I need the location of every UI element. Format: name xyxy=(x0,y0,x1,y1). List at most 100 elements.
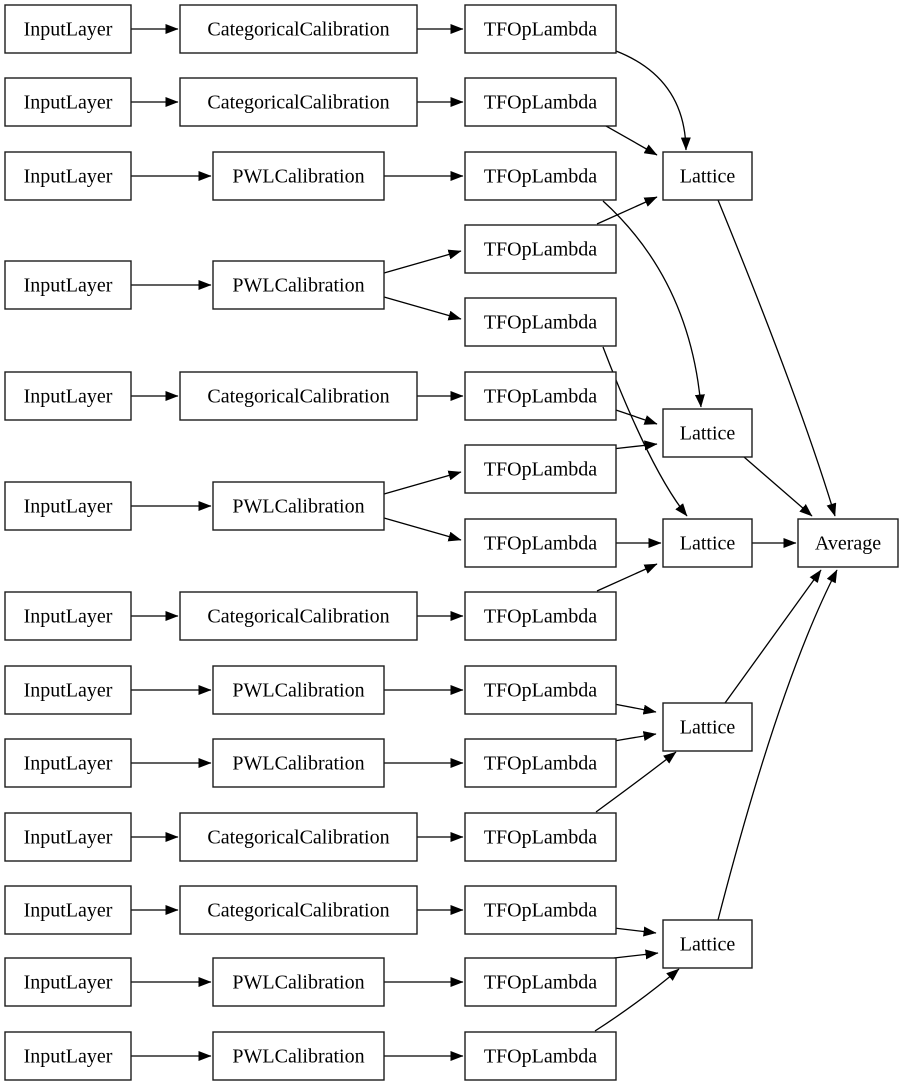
edge-lat2-avg xyxy=(743,456,813,517)
cal3-label: PWLCalibration xyxy=(232,166,364,188)
t7-label: TFOpLambda xyxy=(484,459,597,481)
node-il1: InputLayer xyxy=(4,4,132,54)
il6-label: InputLayer xyxy=(24,496,113,518)
t11-box xyxy=(464,738,617,788)
il13-label: InputLayer xyxy=(24,1046,113,1068)
cal7-box xyxy=(179,591,418,641)
node-cal4: PWLCalibration xyxy=(212,260,385,310)
node-il5: InputLayer xyxy=(4,371,132,421)
il13-box xyxy=(4,1031,132,1081)
t9-box xyxy=(464,591,617,641)
node-cal3: PWLCalibration xyxy=(212,151,385,201)
edge-cal4-t4 xyxy=(383,249,462,274)
node-il10: InputLayer xyxy=(4,812,132,862)
edge-cal6-t7 xyxy=(383,470,462,495)
edge-t11-lat4 xyxy=(613,731,657,742)
cal1-box xyxy=(179,4,418,54)
t12-label: TFOpLambda xyxy=(484,827,597,849)
t9-label: TFOpLambda xyxy=(484,606,597,628)
node-lat3: Lattice xyxy=(662,518,753,568)
lat1-label: Lattice xyxy=(680,166,736,188)
cal11-label: CategoricalCalibration xyxy=(207,900,389,922)
t4-label: TFOpLambda xyxy=(484,239,597,261)
cal3-box xyxy=(212,151,385,201)
node-cal6: PWLCalibration xyxy=(212,481,385,531)
node-il2: InputLayer xyxy=(4,77,132,127)
edge-cal4-t5 xyxy=(383,296,462,321)
cal2-label: CategoricalCalibration xyxy=(207,92,389,114)
il9-label: InputLayer xyxy=(24,753,113,775)
cal12-label: PWLCalibration xyxy=(232,972,364,994)
cal10-box xyxy=(179,812,418,862)
lat2-label: Lattice xyxy=(680,423,736,445)
cal7-label: CategoricalCalibration xyxy=(207,606,389,628)
t10-label: TFOpLambda xyxy=(484,680,597,702)
node-lat4: Lattice xyxy=(662,702,753,752)
cal1-label: CategoricalCalibration xyxy=(207,19,389,41)
t4-box xyxy=(464,224,617,274)
cal8-box xyxy=(212,665,385,715)
t5-label: TFOpLambda xyxy=(484,312,597,334)
t6-label: TFOpLambda xyxy=(484,386,597,408)
avg-label: Average xyxy=(815,533,881,555)
cal4-box xyxy=(212,260,385,310)
cal9-label: PWLCalibration xyxy=(232,753,364,775)
node-il4: InputLayer xyxy=(4,260,132,310)
nodes-layer: InputLayerInputLayerInputLayerInputLayer… xyxy=(4,4,899,1081)
il9-box xyxy=(4,738,132,788)
il1-box xyxy=(4,4,132,54)
edge-t1-lat1 xyxy=(615,50,691,151)
node-il11: InputLayer xyxy=(4,885,132,935)
node-t4: TFOpLambda xyxy=(464,224,617,274)
node-t10: TFOpLambda xyxy=(464,665,617,715)
il5-label: InputLayer xyxy=(24,386,113,408)
il4-box xyxy=(4,260,132,310)
node-il3: InputLayer xyxy=(4,151,132,201)
lat4-label: Lattice xyxy=(680,717,736,739)
il1-label: InputLayer xyxy=(24,19,113,41)
node-t14: TFOpLambda xyxy=(464,957,617,1007)
lat1-box xyxy=(662,151,753,201)
t14-label: TFOpLambda xyxy=(484,972,597,994)
t1-box xyxy=(464,4,617,54)
node-il13: InputLayer xyxy=(4,1031,132,1081)
node-il8: InputLayer xyxy=(4,665,132,715)
node-avg: Average xyxy=(797,518,899,568)
il10-box xyxy=(4,812,132,862)
il5-box xyxy=(4,371,132,421)
node-t9: TFOpLambda xyxy=(464,591,617,641)
lat5-box xyxy=(662,919,753,969)
node-t15: TFOpLambda xyxy=(464,1031,617,1081)
cal8-label: PWLCalibration xyxy=(232,680,364,702)
t12-box xyxy=(464,812,617,862)
node-t6: TFOpLambda xyxy=(464,371,617,421)
il3-label: InputLayer xyxy=(24,166,113,188)
cal13-label: PWLCalibration xyxy=(232,1046,364,1068)
edge-t15-lat5 xyxy=(594,968,680,1032)
cal5-box xyxy=(179,371,418,421)
node-cal10: CategoricalCalibration xyxy=(179,812,418,862)
edge-lat1-avg xyxy=(717,199,837,517)
edge-t13-lat5 xyxy=(613,926,657,937)
t8-box xyxy=(464,518,617,568)
avg-box xyxy=(797,518,899,568)
node-cal2: CategoricalCalibration xyxy=(179,77,418,127)
t6-box xyxy=(464,371,617,421)
node-il12: InputLayer xyxy=(4,957,132,1007)
t5-box xyxy=(464,297,617,347)
edge-t4-lat1 xyxy=(596,196,658,225)
t3-label: TFOpLambda xyxy=(484,166,597,188)
il3-box xyxy=(4,151,132,201)
cal6-label: PWLCalibration xyxy=(232,496,364,518)
il11-label: InputLayer xyxy=(24,900,113,922)
edge-t9-lat3 xyxy=(596,563,658,592)
t11-label: TFOpLambda xyxy=(484,753,597,775)
t13-label: TFOpLambda xyxy=(484,900,597,922)
lat3-box xyxy=(662,518,753,568)
t13-box xyxy=(464,885,617,935)
cal13-box xyxy=(212,1031,385,1081)
il11-box xyxy=(4,885,132,935)
edge-t3-lat2 xyxy=(602,200,705,408)
il2-box xyxy=(4,77,132,127)
